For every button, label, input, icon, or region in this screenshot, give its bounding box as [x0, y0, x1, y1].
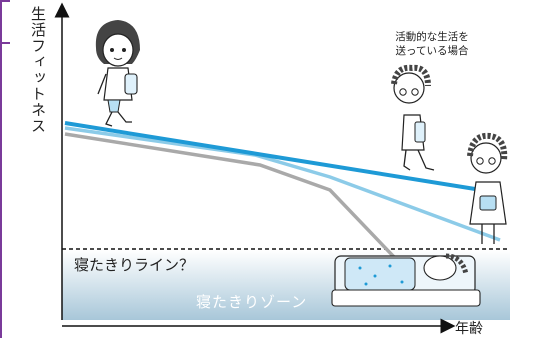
bedridden-person-icon	[331, 253, 481, 307]
decline-line	[64, 132, 397, 260]
frame-top-edge	[0, 0, 10, 2]
x-axis-label: 年齢	[455, 321, 483, 337]
standing-elderly-woman-icon	[467, 132, 508, 244]
frame-divider	[0, 42, 10, 44]
annotation-text: 活動的な生活を 送っている場合	[395, 31, 469, 57]
y-axis-label: 生活フィットネス	[29, 6, 47, 134]
active-life-annotation: 活動的な生活を 送っている場合	[372, 30, 492, 58]
walking-elderly-woman-icon	[391, 64, 435, 171]
frame-left-edge	[0, 0, 2, 338]
bedridden-line-label: 寝たきりライン？	[74, 256, 195, 274]
bedridden-zone-label: 寝たきりゾーン	[196, 293, 308, 311]
middle-line	[64, 126, 501, 242]
active-line	[64, 121, 501, 195]
walking-girl-icon	[95, 20, 140, 127]
